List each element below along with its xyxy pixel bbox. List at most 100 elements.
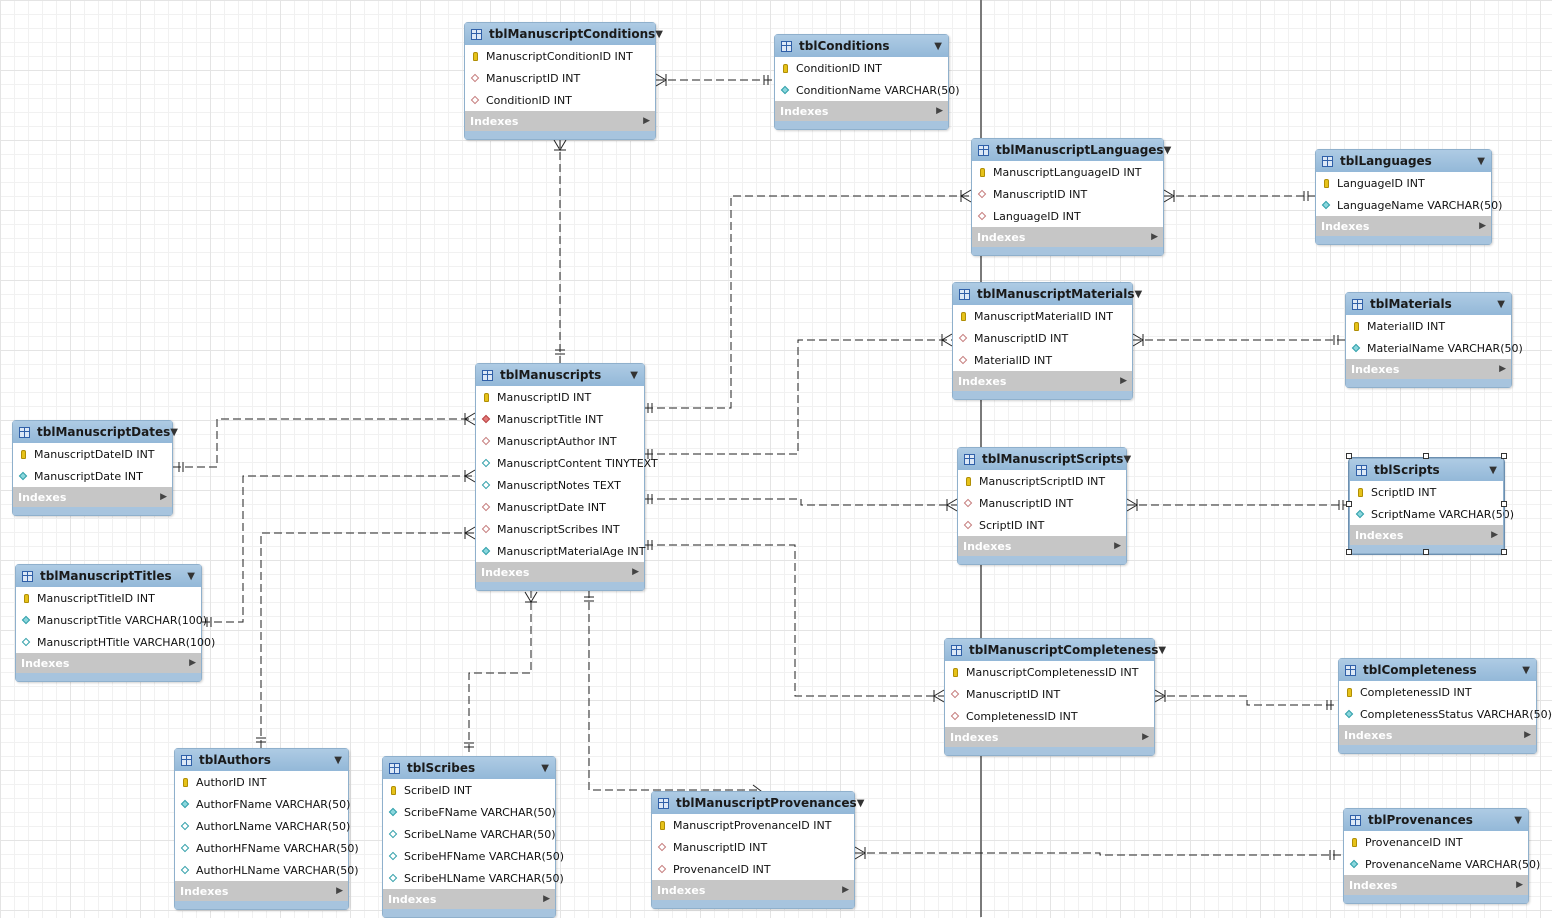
column-row[interactable]: MaterialName VARCHAR(50) [1346, 337, 1523, 359]
collapse-triangle-icon[interactable]: ▼ [1522, 664, 1530, 676]
column-row[interactable]: ManuscriptProvenanceID INT [652, 814, 854, 836]
column-row[interactable]: ManuscriptID INT [953, 327, 1132, 349]
resize-handle[interactable] [1346, 549, 1352, 555]
table-manuscript-materials[interactable]: tblManuscriptMaterials ▼ ManuscriptMater… [952, 282, 1142, 400]
table-languages[interactable]: tblLanguages ▼ LanguageID INT LanguageNa… [1315, 149, 1502, 245]
column-row[interactable]: ManuscriptID INT [652, 836, 854, 858]
column-row[interactable]: ManuscriptAuthor INT [476, 430, 644, 452]
table-scribes[interactable]: tblScribes ▼ ScribeID INT ScribeFName VA… [382, 756, 564, 918]
column-row[interactable]: ConditionID INT [465, 89, 655, 111]
column-row[interactable]: ManuscriptID INT [465, 67, 655, 89]
indexes-row[interactable]: Indexes▶ [1350, 525, 1503, 545]
resize-handle[interactable] [1346, 501, 1352, 507]
indexes-row[interactable]: Indexes▶ [1346, 359, 1511, 379]
column-row[interactable]: ScribeID INT [383, 779, 555, 801]
column-row[interactable]: ProvenanceID INT [1344, 831, 1528, 853]
column-row[interactable]: LanguageID INT [1316, 172, 1491, 194]
table-completeness[interactable]: tblCompleteness ▼ CompletenessID INT Com… [1338, 658, 1552, 754]
column-row[interactable]: ManuscriptScribes INT [476, 518, 644, 540]
table-conditions[interactable]: tblConditions ▼ ConditionID INT Conditio… [774, 34, 960, 130]
column-row[interactable]: MaterialID INT [953, 349, 1132, 371]
table-header[interactable]: tblProvenances ▼ [1344, 809, 1528, 831]
table-header[interactable]: tblAuthors ▼ [175, 749, 348, 771]
column-row[interactable]: ManuscriptCompletenessID INT [945, 661, 1154, 683]
table-authors[interactable]: tblAuthors ▼ AuthorID INT AuthorFName VA… [174, 748, 359, 910]
column-row[interactable]: ManuscriptID INT [476, 386, 644, 408]
table-manuscript-dates[interactable]: tblManuscriptDates ▼ ManuscriptDateID IN… [12, 420, 178, 516]
table-header[interactable]: tblManuscriptMaterials ▼ [953, 283, 1142, 305]
column-row[interactable]: ProvenanceName VARCHAR(50) [1344, 853, 1540, 875]
table-header[interactable]: tblManuscriptScripts ▼ [958, 448, 1131, 470]
collapse-triangle-icon[interactable]: ▼ [856, 797, 865, 809]
column-row[interactable]: ManuscriptDate INT [13, 465, 172, 487]
table-manuscript-provenances[interactable]: tblManuscriptProvenances ▼ ManuscriptPro… [651, 791, 864, 909]
expand-arrow-icon[interactable]: ▶ [1491, 530, 1498, 540]
column-row[interactable]: ManuscriptScriptID INT [958, 470, 1126, 492]
collapse-triangle-icon[interactable]: ▼ [1123, 453, 1132, 465]
column-row[interactable]: ScribeLName VARCHAR(50) [383, 823, 556, 845]
collapse-triangle-icon[interactable]: ▼ [1477, 155, 1485, 167]
expand-arrow-icon[interactable]: ▶ [1499, 364, 1506, 374]
indexes-row[interactable]: Indexes▶ [1344, 875, 1528, 895]
collapse-triangle-icon[interactable]: ▼ [334, 754, 342, 766]
column-row[interactable]: ManuscriptDateID INT [13, 443, 172, 465]
column-row[interactable]: ManuscriptLanguageID INT [972, 161, 1163, 183]
column-row[interactable]: ProvenanceID INT [652, 858, 854, 880]
column-row[interactable]: ManuscriptContent TINYTEXT [476, 452, 658, 474]
column-row[interactable]: ScribeHFName VARCHAR(50) [383, 845, 564, 867]
indexes-row[interactable]: Indexes▶ [465, 111, 655, 131]
column-row[interactable]: ManuscriptID INT [958, 492, 1126, 514]
expand-arrow-icon[interactable]: ▶ [1120, 376, 1127, 386]
column-row[interactable]: AuthorLName VARCHAR(50) [175, 815, 350, 837]
expand-arrow-icon[interactable]: ▶ [1151, 232, 1158, 242]
expand-arrow-icon[interactable]: ▶ [160, 492, 167, 502]
table-header[interactable]: tblMaterials ▼ [1346, 293, 1511, 315]
table-header[interactable]: tblManuscriptDates ▼ [13, 421, 178, 443]
table-header[interactable]: tblManuscripts ▼ [476, 364, 644, 386]
column-row[interactable]: ScribeFName VARCHAR(50) [383, 801, 556, 823]
expand-arrow-icon[interactable]: ▶ [1516, 880, 1523, 890]
column-row[interactable]: AuthorHFName VARCHAR(50) [175, 837, 359, 859]
indexes-row[interactable]: Indexes▶ [972, 227, 1163, 247]
column-row[interactable]: ManuscriptNotes TEXT [476, 474, 644, 496]
table-header[interactable]: tblCompleteness ▼ [1339, 659, 1536, 681]
expand-arrow-icon[interactable]: ▶ [643, 116, 650, 126]
resize-handle[interactable] [1501, 501, 1507, 507]
column-row[interactable]: ManuscriptTitle INT [476, 408, 644, 430]
collapse-triangle-icon[interactable]: ▼ [655, 28, 663, 40]
expand-arrow-icon[interactable]: ▶ [842, 885, 849, 895]
indexes-row[interactable]: Indexes▶ [1339, 725, 1536, 745]
collapse-triangle-icon[interactable]: ▼ [170, 426, 178, 438]
indexes-row[interactable]: Indexes▶ [383, 889, 555, 909]
column-row[interactable]: CompletenessID INT [1339, 681, 1536, 703]
collapse-triangle-icon[interactable]: ▼ [1163, 144, 1172, 156]
column-row[interactable]: ManuscriptHTitle VARCHAR(100) [16, 631, 215, 653]
resize-handle[interactable] [1346, 453, 1352, 459]
table-header[interactable]: tblManuscriptLanguages ▼ [972, 139, 1171, 161]
table-scripts[interactable]: tblScripts ▼ ScriptID INT ScriptName VAR… [1348, 457, 1514, 555]
indexes-row[interactable]: Indexes▶ [775, 101, 948, 121]
column-row[interactable]: AuthorFName VARCHAR(50) [175, 793, 350, 815]
column-row[interactable]: ScriptName VARCHAR(50) [1350, 503, 1514, 525]
collapse-triangle-icon[interactable]: ▼ [1489, 464, 1497, 476]
collapse-triangle-icon[interactable]: ▼ [1158, 644, 1167, 656]
column-row[interactable]: MaterialID INT [1346, 315, 1511, 337]
collapse-triangle-icon[interactable]: ▼ [1497, 298, 1505, 310]
indexes-row[interactable]: Indexes▶ [958, 536, 1126, 556]
table-provenances[interactable]: tblProvenances ▼ ProvenanceID INT Proven… [1343, 808, 1540, 904]
expand-arrow-icon[interactable]: ▶ [1142, 732, 1149, 742]
indexes-row[interactable]: Indexes▶ [175, 881, 348, 901]
column-row[interactable]: CompletenessID INT [945, 705, 1154, 727]
column-row[interactable]: CompletenessStatus VARCHAR(50) [1339, 703, 1552, 725]
collapse-triangle-icon[interactable]: ▼ [1134, 288, 1143, 300]
column-row[interactable]: AuthorID INT [175, 771, 348, 793]
expand-arrow-icon[interactable]: ▶ [1479, 221, 1486, 231]
indexes-row[interactable]: Indexes▶ [476, 562, 644, 582]
collapse-triangle-icon[interactable]: ▼ [541, 762, 549, 774]
table-materials[interactable]: tblMaterials ▼ MaterialID INT MaterialNa… [1345, 292, 1523, 388]
column-row[interactable]: ManuscriptTitleID INT [16, 587, 201, 609]
column-row[interactable]: ManuscriptID INT [972, 183, 1163, 205]
indexes-row[interactable]: Indexes▶ [652, 880, 854, 900]
resize-handle[interactable] [1501, 549, 1507, 555]
column-row[interactable]: LanguageID INT [972, 205, 1163, 227]
